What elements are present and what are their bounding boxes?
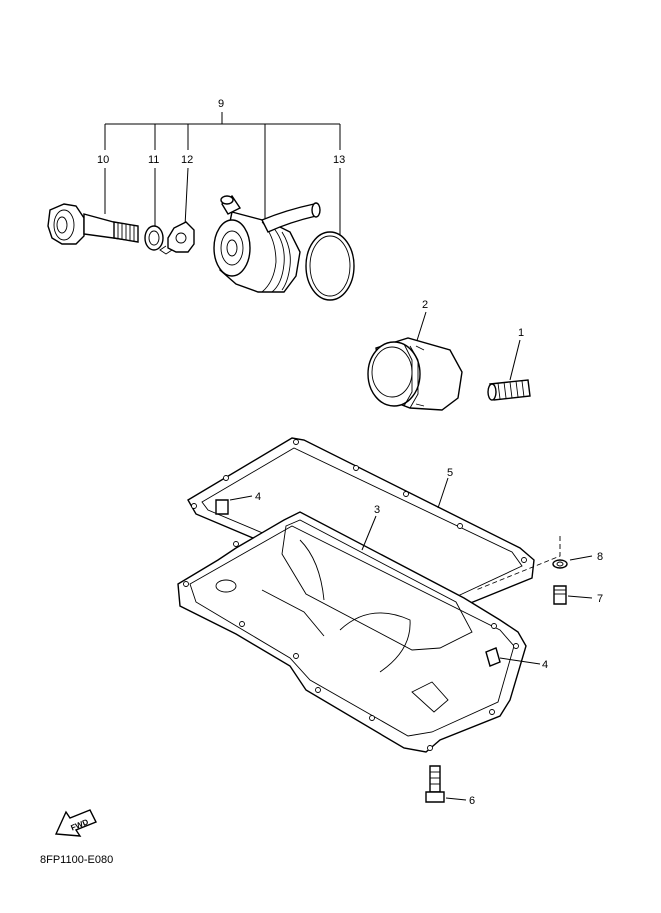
label-11: 11 bbox=[148, 154, 159, 166]
label-13: 13 bbox=[333, 154, 345, 166]
label-4-right: 4 bbox=[542, 659, 548, 671]
label-8: 8 bbox=[597, 551, 603, 563]
part-13-o-ring bbox=[305, 231, 355, 301]
part-3-oil-pan bbox=[177, 495, 541, 753]
bracket-9 bbox=[104, 112, 341, 236]
label-9: 9 bbox=[218, 98, 224, 110]
label-10: 10 bbox=[97, 154, 109, 166]
label-7: 7 bbox=[597, 593, 603, 605]
drawing-code: 8FP1100-E080 bbox=[40, 854, 113, 866]
label-4-top: 4 bbox=[255, 491, 261, 503]
part-11-washer bbox=[144, 225, 164, 251]
part-10-bolt bbox=[47, 203, 139, 245]
part-7-drain-bolt bbox=[553, 585, 593, 605]
label-5: 5 bbox=[447, 467, 453, 479]
label-1: 1 bbox=[518, 327, 524, 339]
label-2: 2 bbox=[422, 299, 428, 311]
fwd-arrow-icon: FWD bbox=[54, 809, 97, 837]
part-9-oil-cooler bbox=[213, 194, 321, 293]
part-12-lock-washer bbox=[159, 221, 195, 255]
part-1-stud bbox=[487, 339, 531, 401]
label-12: 12 bbox=[181, 154, 193, 166]
part-8-washer bbox=[552, 555, 593, 569]
part-2-oil-filter bbox=[367, 311, 463, 411]
part-6-bolt bbox=[425, 765, 467, 803]
label-6: 6 bbox=[469, 795, 475, 807]
label-3: 3 bbox=[374, 504, 380, 516]
